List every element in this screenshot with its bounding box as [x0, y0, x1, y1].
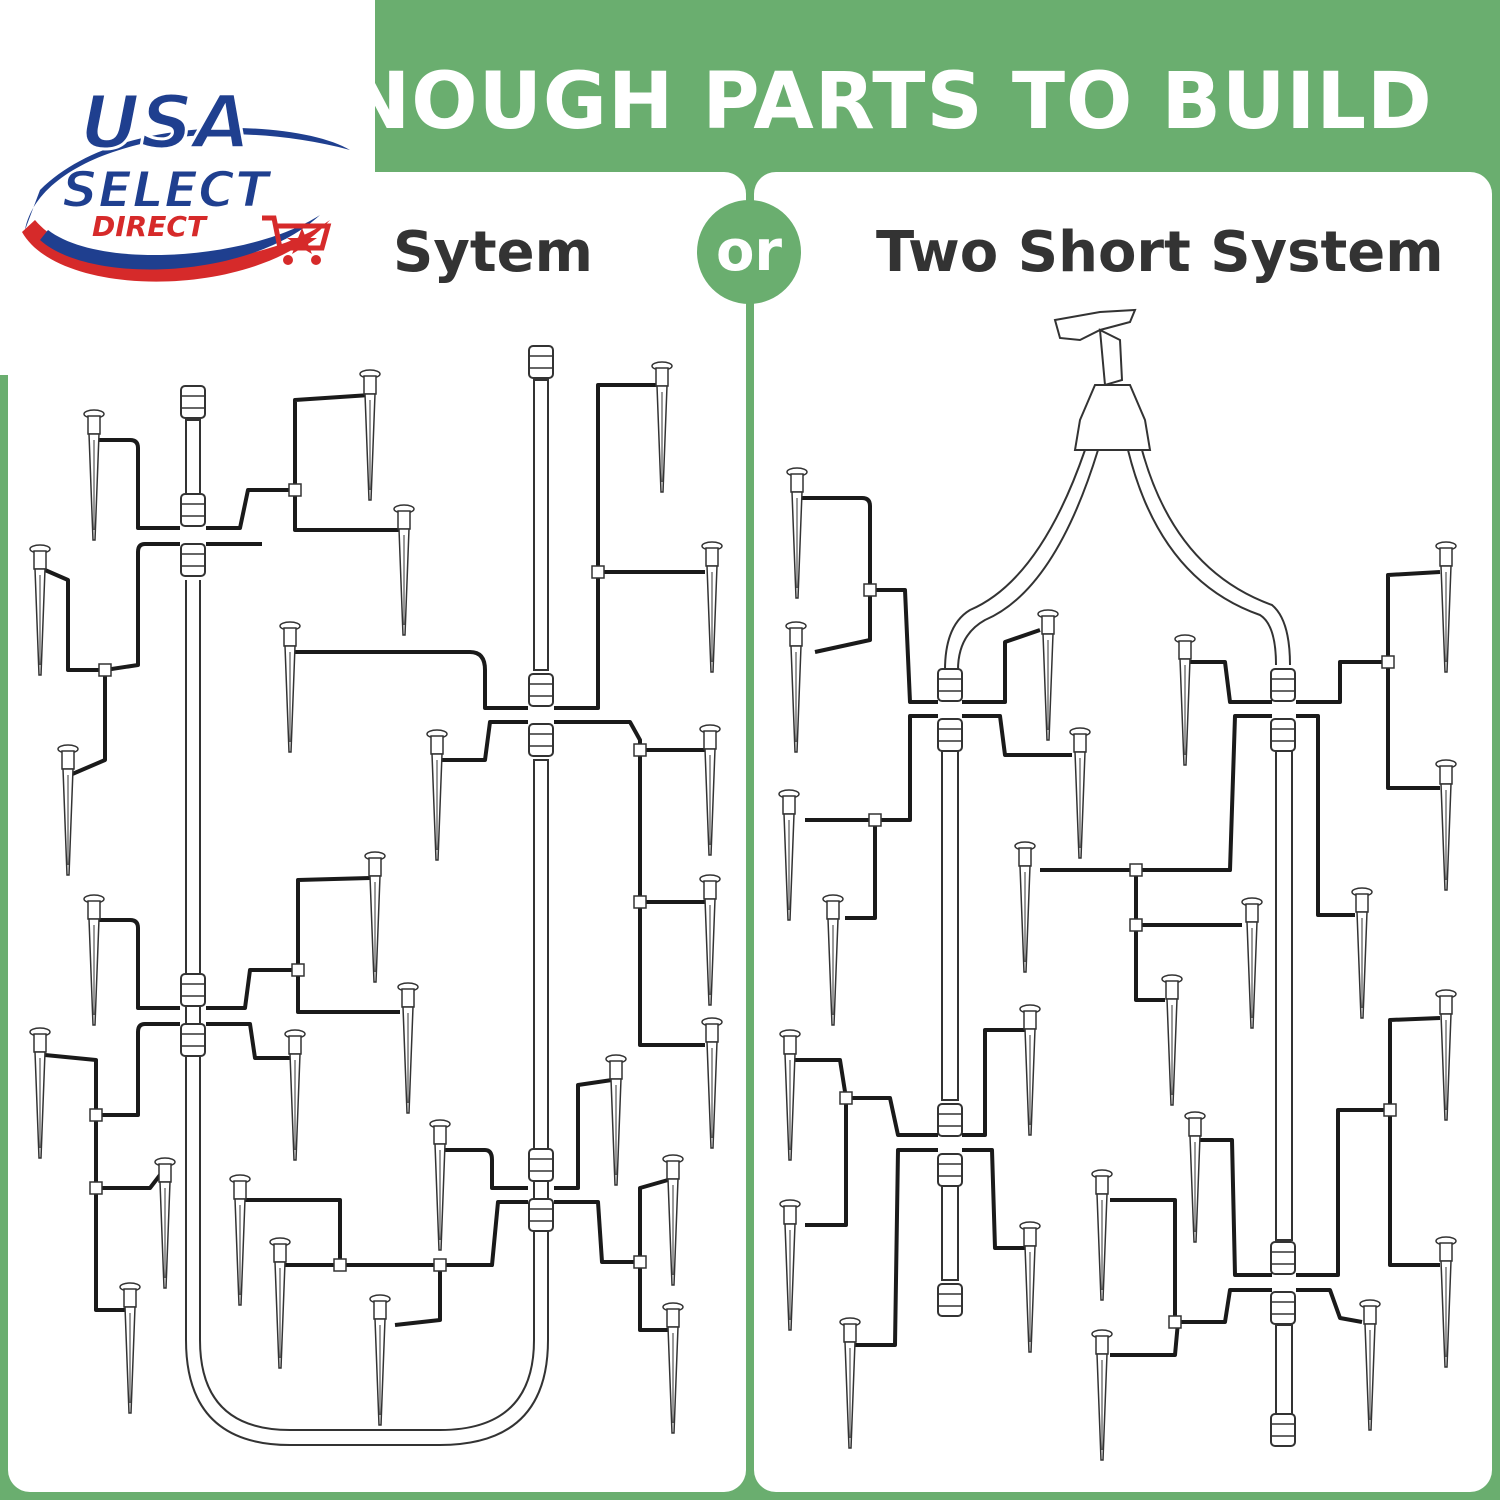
- svg-text:SELECT: SELECT: [62, 161, 273, 219]
- left-hose-connectors: [180, 345, 554, 1232]
- banner-title: NOUGH PARTS TO BUILD: [345, 57, 1433, 147]
- or-divider-badge: or: [697, 200, 801, 304]
- right-faucet-splitter: [1053, 308, 1152, 451]
- svg-text:DIRECT: DIRECT: [92, 210, 208, 243]
- svg-text:USA: USA: [80, 80, 251, 166]
- logo-graphic: USA SELECT DIRECT: [22, 79, 350, 282]
- left-system-title: Sytem: [393, 220, 593, 285]
- right-tee-fittings: [839, 583, 1397, 1329]
- left-drip-tubing: [44, 383, 705, 1332]
- right-system-title: Two Short System: [876, 220, 1444, 285]
- right-drip-tubing: [795, 496, 1441, 1357]
- left-sprinkler-stakes: [29, 361, 723, 1434]
- left-system-panel: Sytem: [8, 172, 746, 1492]
- right-hose-connectors: [937, 668, 1296, 1447]
- right-sprinkler-stakes: [778, 467, 1457, 1461]
- usa-select-direct-logo: USA SELECT DIRECT: [0, 0, 375, 375]
- left-main-hose: [185, 379, 549, 1446]
- right-main-hoses: [941, 449, 1293, 1416]
